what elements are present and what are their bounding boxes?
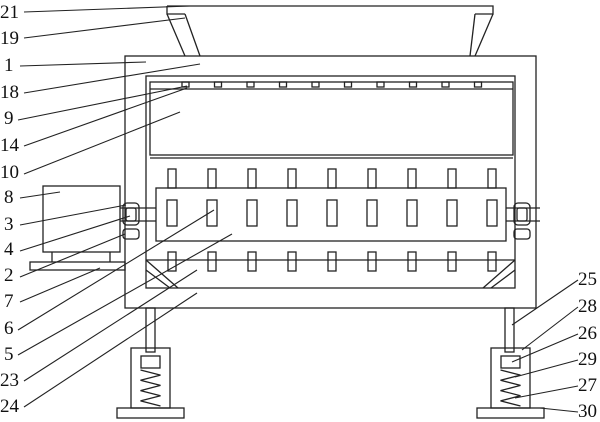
motor-support: [29, 252, 126, 271]
label-29: 29: [578, 349, 597, 370]
blade-bottom: [287, 251, 297, 272]
main-housing: [124, 55, 537, 309]
label-4: 4: [4, 239, 14, 260]
blade-middle: [286, 199, 298, 227]
blade-middle: [206, 199, 218, 227]
label-6: 6: [4, 318, 14, 339]
drawing-lines: [17, 5, 579, 419]
blade-middle: [246, 199, 258, 227]
blade-bottom: [447, 251, 457, 272]
label-5: 5: [4, 344, 14, 365]
blade-top: [327, 168, 337, 189]
blade-top: [167, 168, 177, 189]
blade-top: [407, 168, 417, 189]
label-9: 9: [4, 108, 14, 129]
blade-bottom: [247, 251, 257, 272]
label-26: 26: [578, 323, 597, 344]
spring: [140, 369, 161, 407]
blade-middle: [166, 199, 178, 227]
blade-bottom: [327, 251, 337, 272]
nozzle: [376, 81, 385, 88]
leader-lines: [17, 5, 579, 413]
label-2: 2: [4, 265, 14, 286]
label-24: 24: [0, 396, 20, 417]
nozzle: [246, 81, 255, 88]
nozzle: [408, 81, 418, 88]
blade-top: [447, 168, 457, 189]
blade-bottom: [407, 251, 417, 272]
blade-bottom: [167, 251, 177, 272]
nozzle: [213, 81, 223, 88]
label-18: 18: [0, 82, 19, 103]
shaft-assembly: [120, 202, 540, 240]
nozzle: [441, 81, 450, 88]
blade-bottom: [207, 251, 217, 272]
support-legs: [145, 307, 515, 353]
blade-middle: [366, 199, 378, 227]
label-3: 3: [4, 214, 14, 235]
nozzle: [473, 81, 483, 88]
label-21: 21: [0, 2, 19, 23]
label-1: 1: [4, 55, 14, 76]
label-10: 10: [0, 162, 19, 183]
right-damper: [476, 347, 545, 419]
blade-top: [207, 168, 217, 189]
rotating-drum: [155, 187, 507, 242]
left-bearing: [122, 202, 140, 226]
blade-top: [247, 168, 257, 189]
label-23: 23: [0, 370, 19, 391]
blade-top: [287, 168, 297, 189]
blade-top: [367, 168, 377, 189]
label-19: 19: [0, 28, 19, 49]
nozzle: [343, 81, 353, 88]
label-30: 30: [578, 401, 597, 422]
label-25: 25: [578, 269, 597, 290]
label-27: 27: [578, 375, 597, 396]
nozzle: [311, 81, 320, 88]
nozzle: [181, 81, 190, 88]
nozzle: [278, 81, 288, 88]
label-14: 14: [0, 135, 20, 156]
blade-middle: [486, 199, 498, 227]
discharge-funnel: [145, 259, 516, 289]
label-7: 7: [4, 291, 14, 312]
right-bearing: [513, 202, 531, 226]
upper-screen-chamber: [149, 81, 514, 156]
label-28: 28: [578, 296, 597, 317]
blade-middle: [446, 199, 458, 227]
blade-top: [487, 168, 497, 189]
spring: [500, 369, 521, 407]
blade-bottom: [487, 251, 497, 272]
left-damper: [116, 347, 185, 419]
label-8: 8: [4, 187, 14, 208]
blade-middle: [406, 199, 418, 227]
blade-row: [166, 168, 498, 272]
inner-housing: [145, 75, 516, 289]
blade-bottom: [367, 251, 377, 272]
feed-hopper: [166, 5, 494, 57]
nozzle-row: [181, 81, 483, 88]
blade-middle: [326, 199, 338, 227]
